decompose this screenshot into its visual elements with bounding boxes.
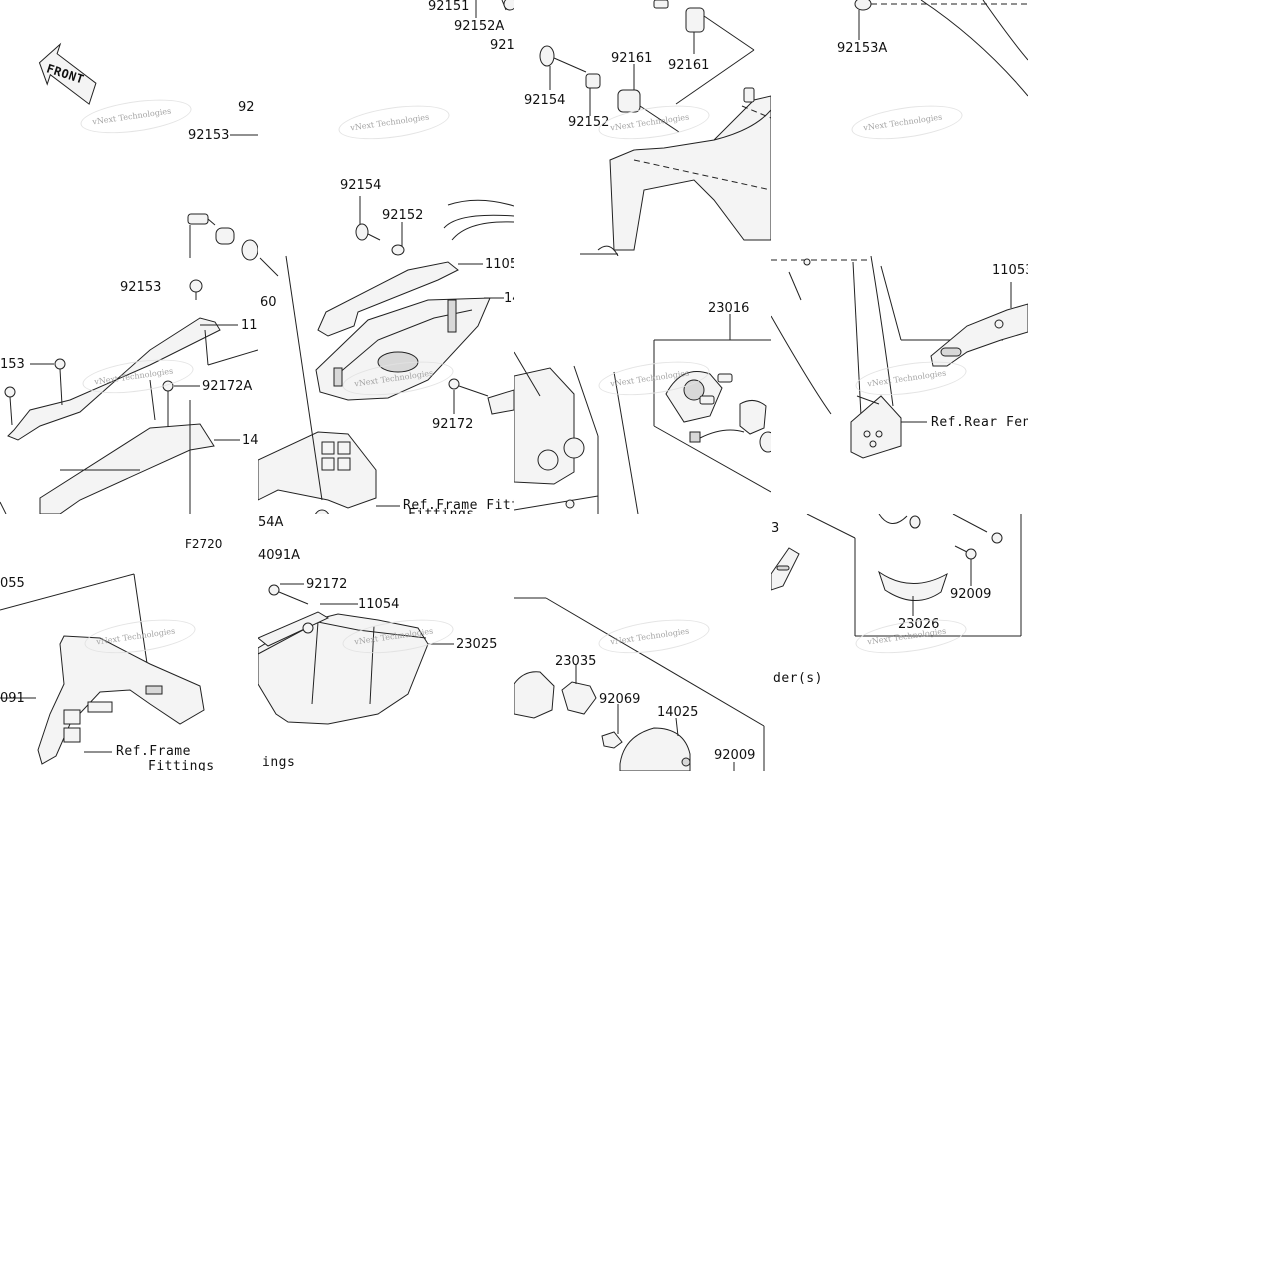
ref-ings: ings xyxy=(262,755,296,770)
part-label-92152A: 92152A xyxy=(454,19,505,34)
part-label-92153: 92153 xyxy=(188,128,230,143)
part-label-3: 3 xyxy=(771,521,780,536)
watermark: vNext Technologies xyxy=(95,626,176,647)
watermark: vNext Technologies xyxy=(349,112,430,133)
part-label-11054: 11054 xyxy=(358,597,400,612)
part-label-60: 60 xyxy=(260,295,277,310)
ref-rear-fender: Ref.Rear Fen xyxy=(931,415,1028,430)
tile-lamp-socket: 23035 92069 14025 92009 vNext Technologi… xyxy=(514,514,771,771)
tile-tail-lens: 54A 4091A 92172 11054 23025 ings vNext T… xyxy=(258,514,514,771)
watermark: vNext Technologies xyxy=(862,112,943,133)
ref-fittings-partial: Fittings xyxy=(408,508,475,514)
watermark: vNext Technologies xyxy=(866,626,947,647)
ref-frame-fittings: Ref.Frame Fitt xyxy=(403,498,514,513)
tile-tail-light-housing: 92151 92152A 921 92154 92152 60 1105 14 … xyxy=(258,0,514,514)
watermark: vNext Technologies xyxy=(91,106,172,127)
part-label-14: 14 xyxy=(242,433,258,448)
part-label-091: 091 xyxy=(0,691,25,706)
watermark: vNext Technologies xyxy=(353,368,434,389)
part-label-92: 92 xyxy=(238,100,255,115)
front-arrow-icon xyxy=(38,42,97,105)
part-label-14: 14 xyxy=(504,291,514,306)
part-label-92009: 92009 xyxy=(714,748,756,763)
tile-rear-fender-top: 92153A vNext Technologies xyxy=(771,0,1028,256)
tile-tail-light-art xyxy=(258,0,514,514)
ref-fittings: Fittings xyxy=(148,759,215,771)
part-label-055: 055 xyxy=(0,576,25,591)
watermark: vNext Technologies xyxy=(353,626,434,647)
part-label-23016: 23016 xyxy=(708,301,750,316)
part-label-92161: 92161 xyxy=(668,58,710,73)
tile-frame-fittings: F2720 055 091 Ref.Frame Fittings vNext T… xyxy=(0,514,258,771)
part-label-92153A: 92153A xyxy=(837,41,888,56)
watermark: vNext Technologies xyxy=(609,626,690,647)
part-label-92151: 92151 xyxy=(428,0,470,14)
part-label-92172A: 92172A xyxy=(202,379,253,394)
part-label-92009: 92009 xyxy=(950,587,992,602)
tile-rear-bracket-art xyxy=(0,42,258,514)
part-label-4091A: 4091A xyxy=(258,548,300,563)
part-label-14025: 14025 xyxy=(657,705,699,720)
part-label-11053: 11053 xyxy=(992,263,1028,278)
tile-license-lamp: 23016 vNext Technologies xyxy=(514,256,771,514)
part-label-54A: 54A xyxy=(258,515,284,530)
figure-code: F2720 xyxy=(185,537,223,551)
watermark: vNext Technologies xyxy=(93,366,174,387)
part-label-23035: 23035 xyxy=(555,654,597,669)
watermark: vNext Technologies xyxy=(866,368,947,389)
tile-fender-mount: 92161 92161 92154 92152 vNext Technologi… xyxy=(514,0,771,256)
tile-rear-fender-bracket: 11053 Ref.Rear Fen vNext Technologies xyxy=(771,256,1028,514)
part-label-23025: 23025 xyxy=(456,637,498,652)
tile-rear-fender-top-art xyxy=(854,0,1028,97)
part-label-92172: 92172 xyxy=(306,577,348,592)
part-label-1105: 1105 xyxy=(485,257,514,272)
part-label-92153: 92153 xyxy=(120,280,162,295)
part-label-92154: 92154 xyxy=(524,93,566,108)
tile-lamp-socket-art xyxy=(514,597,765,771)
tile-fender-mount-art xyxy=(539,0,771,256)
ref-frame: Ref.Frame xyxy=(116,744,191,759)
watermark: vNext Technologies xyxy=(609,112,690,133)
part-label-11: 11 xyxy=(241,318,258,333)
part-label-92154: 92154 xyxy=(340,178,382,193)
part-label-92172: 92172 xyxy=(432,417,474,432)
tile-rear-bracket: 92 92153 92153 11 153 92172A 14 vNext Te… xyxy=(0,0,258,514)
part-label-92069: 92069 xyxy=(599,692,641,707)
tile-frame-fittings-art xyxy=(0,573,205,765)
part-label-92152: 92152 xyxy=(382,208,424,223)
ref-holder-s: der(s) xyxy=(773,671,823,686)
tile-reflector: 3 92009 23026 der(s) vNext Technologies xyxy=(771,514,1028,771)
part-label-153: 153 xyxy=(0,357,25,372)
watermark: vNext Technologies xyxy=(609,368,690,389)
part-label-92161: 92161 xyxy=(611,51,653,66)
part-label-921: 921 xyxy=(490,38,514,53)
